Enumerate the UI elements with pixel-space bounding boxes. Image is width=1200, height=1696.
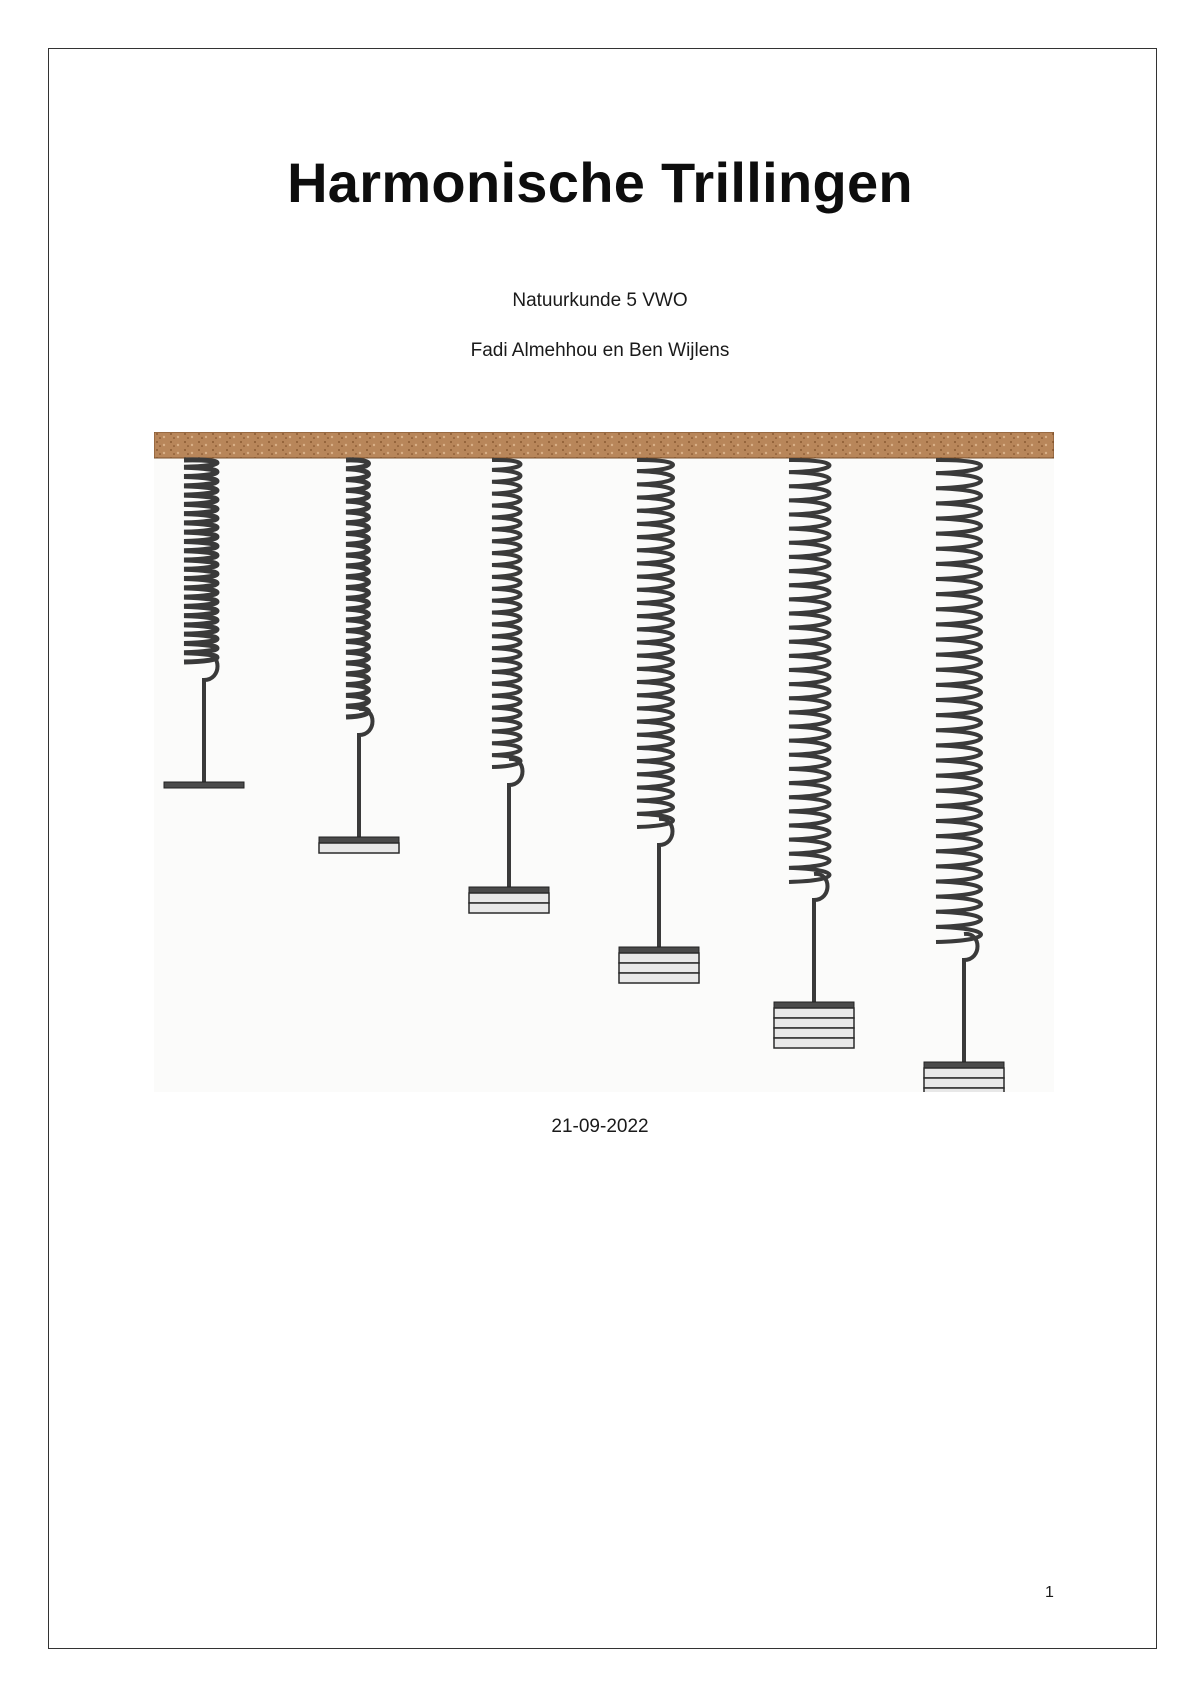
spring-4 — [618, 457, 700, 984]
springs-illustration — [154, 432, 1054, 1092]
hook — [657, 816, 675, 857]
document-authors: Fadi Almehhou en Ben Wijlens — [470, 340, 730, 361]
hook — [812, 871, 830, 912]
spring-coil — [345, 457, 371, 720]
hanger-plate — [468, 886, 550, 894]
spring-6 — [923, 457, 1005, 1092]
mass-disc — [923, 1087, 1005, 1092]
figure-background — [154, 432, 1054, 1092]
spring-coil — [491, 457, 523, 769]
spring-coil — [183, 457, 220, 665]
mass-disc — [773, 1007, 855, 1019]
mass-disc — [618, 962, 700, 974]
mass-disc — [773, 1017, 855, 1029]
spring-3 — [468, 457, 550, 914]
hook — [202, 651, 220, 692]
mass-disc — [618, 972, 700, 984]
spring-1 — [163, 457, 245, 789]
document-title: Harmonische Trillingen — [287, 151, 913, 214]
spring-coil — [935, 457, 983, 944]
hook — [507, 756, 525, 797]
mass-disc — [318, 842, 400, 854]
hanger-plate — [618, 946, 700, 954]
mass-disc — [468, 902, 550, 914]
mass-disc — [618, 952, 700, 964]
mass-disc — [468, 892, 550, 904]
mass-disc — [773, 1027, 855, 1039]
spring-5 — [773, 457, 855, 1049]
spring-2 — [318, 457, 400, 854]
hanger-plate — [318, 836, 400, 844]
spring-coil — [788, 457, 832, 884]
hanger-plate — [163, 781, 245, 789]
hook — [962, 931, 980, 972]
hanger-plate — [923, 1061, 1005, 1069]
mass-disc — [923, 1077, 1005, 1089]
page-border — [48, 48, 1157, 1649]
mass-disc — [923, 1067, 1005, 1079]
spring-coil — [636, 457, 675, 829]
document-date: 21-09-2022 — [551, 1116, 649, 1137]
hook — [357, 706, 375, 747]
hanger-plate — [773, 1001, 855, 1009]
page-number: 1 — [1045, 1584, 1054, 1601]
ceiling-beam — [154, 432, 1054, 459]
mass-disc — [773, 1037, 855, 1049]
document-subject: Natuurkunde 5 VWO — [512, 290, 688, 311]
